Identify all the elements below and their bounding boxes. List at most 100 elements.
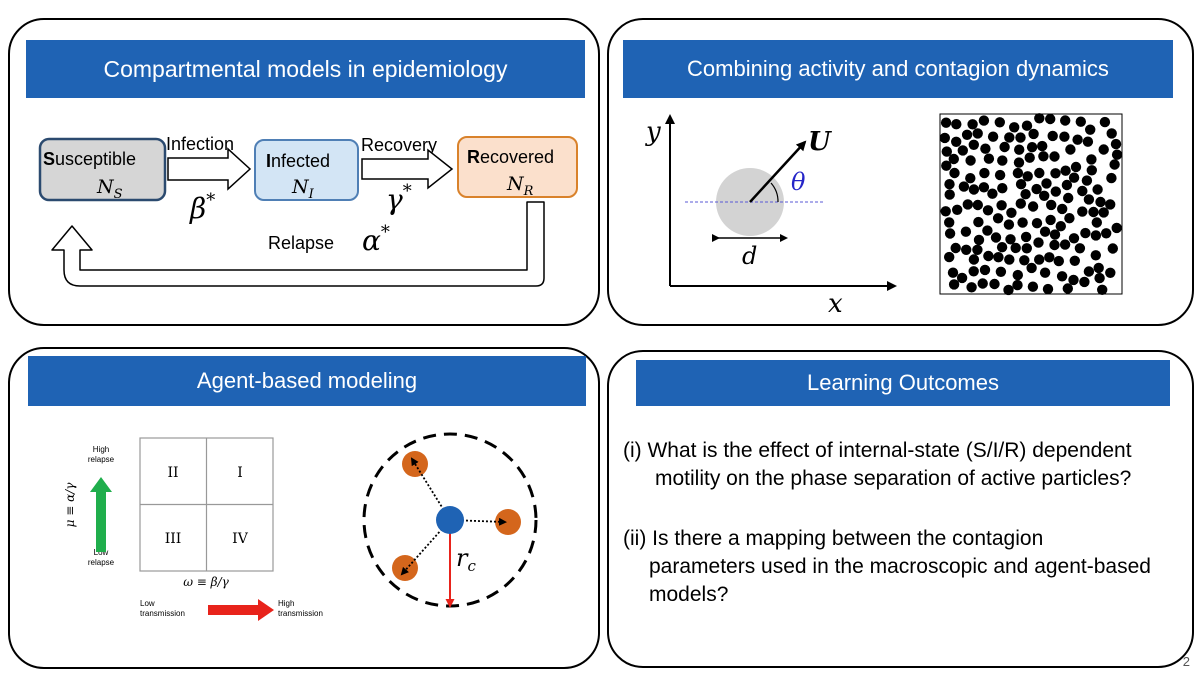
simulation-particle — [1098, 144, 1109, 155]
simulation-particle — [1086, 165, 1097, 176]
simulation-particle — [1026, 262, 1037, 274]
susceptible-box — [38, 137, 167, 202]
recovered-label: Recovered — [467, 147, 554, 167]
relapse-up-arrow — [90, 477, 112, 552]
simulation-particle — [944, 179, 955, 190]
simulation-particle — [1091, 217, 1102, 228]
simulation-particle — [941, 146, 952, 157]
simulation-particle — [980, 143, 991, 154]
simulation-particle — [996, 242, 1008, 253]
simulation-particle — [1005, 234, 1016, 245]
simulation-particle — [1077, 206, 1088, 217]
simulation-particle — [1105, 267, 1116, 278]
simulation-particle — [1055, 221, 1066, 232]
simulation-particle — [1068, 233, 1080, 244]
simulation-particle — [979, 167, 990, 179]
simulation-particle — [1042, 283, 1054, 295]
simulation-particle — [1077, 185, 1088, 197]
simulation-particle — [1060, 165, 1071, 176]
simulation-particle — [1015, 179, 1027, 190]
simulation-particle — [1044, 252, 1055, 263]
omega-axis-label: ω ≡ β/γ — [183, 575, 229, 589]
alpha-rate: α* — [362, 222, 390, 257]
simulation-particle — [1045, 113, 1056, 125]
simulation-particle — [1031, 183, 1042, 195]
active-particle-diagram: y x U θ d — [645, 114, 897, 319]
learning-outcome-1-line1: (i) What is the effect of internal-state… — [623, 439, 1132, 462]
simulation-particle — [1004, 132, 1015, 143]
simulation-particle — [1045, 214, 1056, 226]
recovered-box — [457, 136, 578, 198]
compartment-diagram: Susceptible NS Infected NI Recovered NR … — [38, 134, 578, 287]
simulation-particle — [1090, 250, 1101, 261]
simulation-particle — [1101, 228, 1112, 239]
panel1-title: Compartmental models in epidemiology — [103, 56, 508, 82]
simulation-particle — [1081, 175, 1093, 186]
simulation-particle — [965, 173, 976, 184]
simulation-particle — [1049, 229, 1061, 240]
velocity-arrow — [749, 140, 807, 203]
simulation-particle — [1038, 151, 1049, 162]
simulation-particle — [978, 115, 990, 126]
simulation-particle — [1012, 167, 1024, 179]
simulation-particle — [1047, 130, 1058, 142]
simulation-particle — [1024, 152, 1035, 163]
simulation-particle — [1070, 161, 1082, 173]
simulation-particle — [1049, 239, 1060, 251]
simulation-particle — [1057, 203, 1068, 215]
recovery-label: Recovery — [361, 135, 437, 155]
simulation-particle — [1059, 239, 1071, 250]
center-particle — [436, 506, 464, 534]
simulation-particle — [960, 226, 972, 237]
simulation-particle — [965, 155, 976, 166]
simulation-particle — [1013, 157, 1025, 168]
simulation-particle — [941, 160, 952, 171]
simulation-particle — [979, 264, 991, 276]
simulation-particle — [977, 278, 988, 289]
simulation-particle — [972, 199, 983, 211]
learning-outcome-1: (i) What is the effect of internal-state… — [623, 437, 1183, 493]
simulation-particle — [968, 184, 980, 195]
simulation-particle — [983, 153, 995, 164]
simulation-particle — [1017, 217, 1028, 228]
velocity-label: U — [808, 127, 832, 157]
simulation-particle — [1019, 255, 1030, 266]
simulation-particle — [1050, 186, 1061, 197]
simulation-particle — [1088, 206, 1099, 218]
simulation-particle — [996, 200, 1007, 211]
simulation-particle — [948, 279, 960, 290]
infected-symbol: NI — [291, 176, 315, 202]
simulation-particle — [972, 244, 983, 255]
simulation-particle — [1050, 168, 1061, 179]
simulation-particle — [944, 217, 955, 228]
learning-outcome-2: (ii) Is there a mapping between the cont… — [623, 525, 1183, 609]
simulation-particle — [1020, 189, 1031, 200]
simulation-particle — [982, 225, 993, 236]
angle-arc — [770, 182, 779, 203]
learning-outcome-2-line2: parameters used in the macroscopic and a… — [649, 555, 1151, 578]
simulation-particle — [1046, 199, 1057, 211]
simulation-particle — [1028, 128, 1039, 140]
simulation-particle — [968, 254, 980, 265]
simulation-particle — [982, 205, 994, 216]
simulation-particle — [1009, 122, 1020, 133]
simulation-particle — [1027, 281, 1039, 292]
simulation-particle — [1004, 254, 1015, 265]
panel2-title: Combining activity and contagion dynamic… — [687, 56, 1109, 81]
simulation-particle — [1010, 242, 1021, 254]
simulation-particle — [1034, 254, 1045, 265]
simulation-particle — [949, 167, 960, 179]
banner-learning-outcomes: Learning Outcomes — [636, 360, 1170, 406]
simulation-particle — [944, 251, 955, 263]
relapse-arrow — [51, 201, 545, 287]
simulation-particle — [1003, 219, 1015, 230]
simulation-particle — [951, 119, 962, 130]
simulation-particle — [1065, 144, 1076, 155]
contagion-radius-diagram: rc — [362, 432, 538, 608]
mu-axis-label: μ ≡ α/γ — [63, 482, 77, 528]
simulation-particle — [987, 131, 999, 142]
